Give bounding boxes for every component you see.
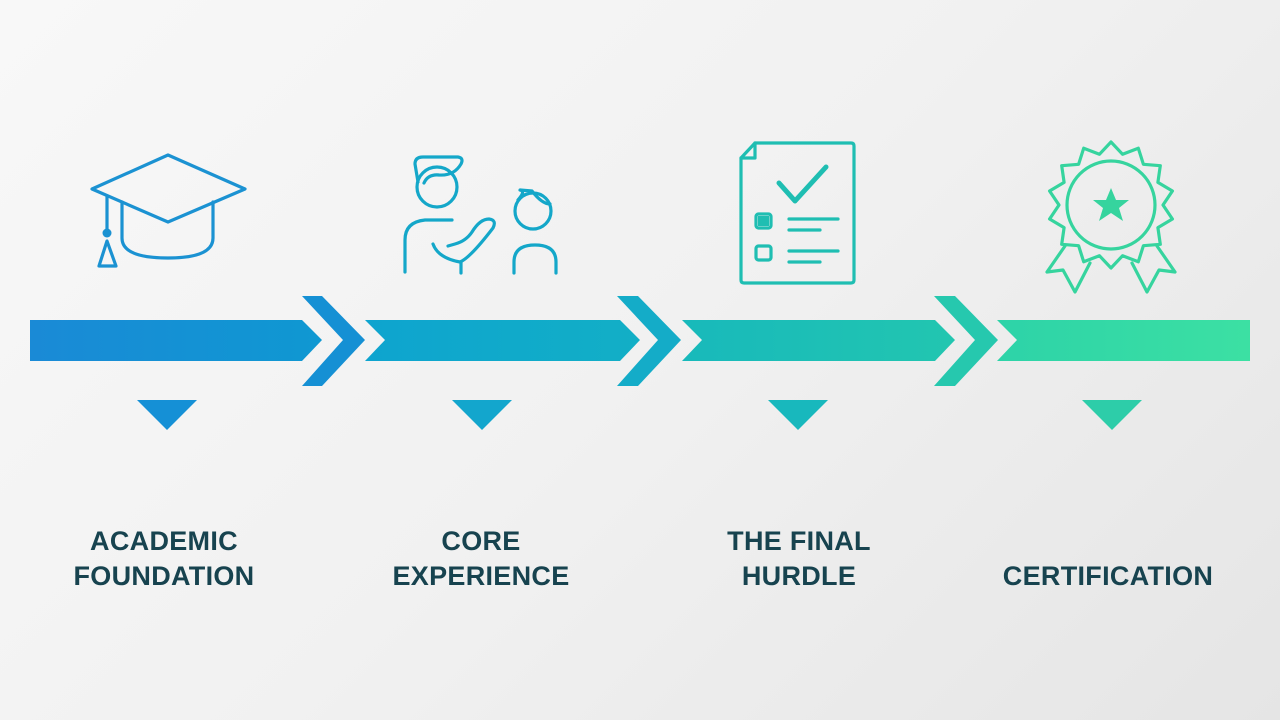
stage-label-final-hurdle: THE FINAL HURDLE — [649, 522, 949, 594]
timeline-segment-1 — [30, 320, 322, 361]
award-badge-icon — [1045, 140, 1177, 294]
stage-marker-triangle — [768, 400, 828, 430]
label-line: CORE — [441, 526, 521, 556]
timeline-segment-4 — [997, 320, 1250, 361]
timeline-segment-3 — [682, 320, 955, 361]
label-line: ACADEMIC — [90, 526, 238, 556]
star-icon — [1093, 188, 1129, 221]
stage-label-academic-foundation: ACADEMIC FOUNDATION — [14, 522, 314, 594]
stage-marker-triangle — [1082, 400, 1142, 430]
timeline-segment-2 — [365, 320, 640, 361]
graduation-cap-icon — [90, 153, 247, 268]
chevron-right-icon — [302, 296, 365, 386]
checklist-document-icon — [739, 141, 856, 285]
stage-label-certification: CERTIFICATION — [958, 522, 1258, 594]
label-line: HURDLE — [741, 561, 857, 591]
label-line: EXPERIENCE — [392, 561, 570, 591]
stage-marker-triangle — [452, 400, 512, 430]
label-line: THE FINAL — [727, 526, 871, 556]
stage-label-core-experience: CORE EXPERIENCE — [331, 522, 631, 594]
stage-marker-triangle — [137, 400, 197, 430]
tassel-knot — [102, 228, 112, 238]
checkbox-filled — [758, 216, 769, 226]
chevron-right-icon — [934, 296, 998, 386]
chevron-right-icon — [617, 296, 681, 386]
label-line: FOUNDATION — [73, 561, 255, 591]
label-line: CERTIFICATION — [1002, 561, 1214, 591]
mentor-trainee-icon — [403, 155, 558, 275]
